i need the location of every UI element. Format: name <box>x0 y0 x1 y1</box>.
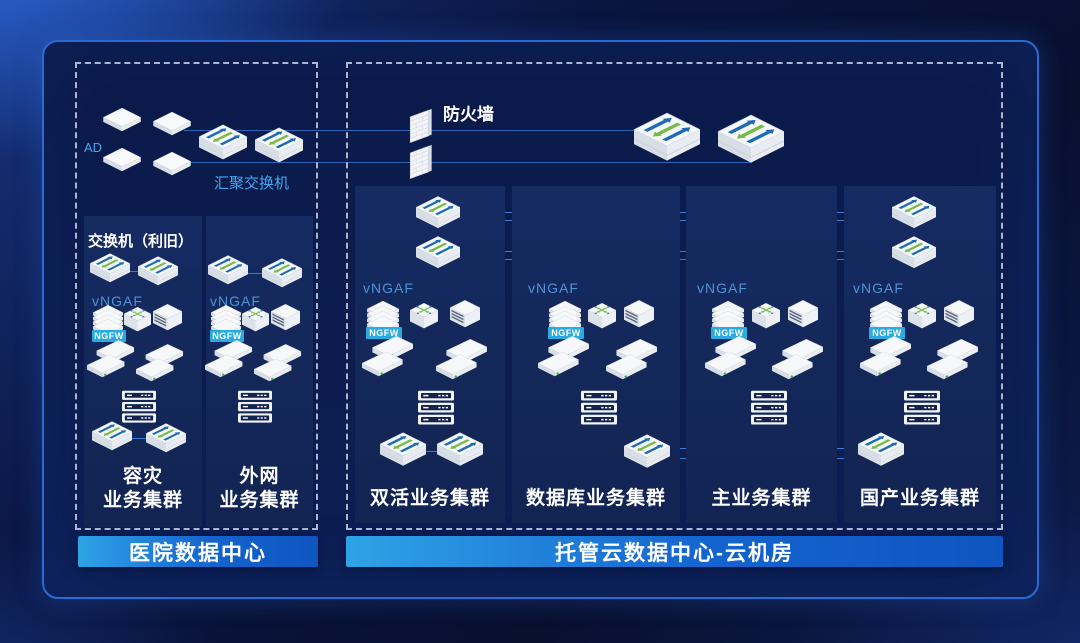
legacy-switch-icon <box>262 258 302 291</box>
ngfw-badge: NGFW <box>366 327 402 339</box>
router-icon <box>588 303 616 329</box>
router-icon <box>124 307 151 332</box>
aggregation-switch-icon <box>199 124 247 164</box>
rack-icon <box>580 390 618 426</box>
server-icon <box>153 304 182 331</box>
vngaf-label: vNGAF <box>528 280 579 296</box>
ngfw-badge: NGFW <box>869 327 905 339</box>
vngaf-label: vNGAF <box>853 280 904 296</box>
vngaf-label: vNGAF <box>363 280 414 296</box>
server-pair-icon <box>927 339 979 381</box>
server-pair-icon <box>705 336 757 378</box>
server-pair-icon <box>87 340 135 379</box>
disaster-recovery-cluster-label: 容灾 业务集群 <box>84 465 202 513</box>
cluster-uplink-switch-icon <box>892 196 936 232</box>
ad-appliance-icon <box>103 108 141 132</box>
aggregation-switch-icon <box>255 127 303 167</box>
router-icon <box>908 303 936 329</box>
database-cluster-panel: 数据库业务集群 <box>512 186 680 523</box>
server-pair-icon <box>362 336 414 378</box>
cluster-uplink-switch-icon <box>892 236 936 272</box>
server-icon <box>450 300 480 328</box>
cloud-dc-banner: 托管云数据中心-云机房 <box>346 536 1003 567</box>
external-network-cluster-label: 外网 业务集群 <box>206 465 313 513</box>
rack-icon <box>417 390 455 426</box>
hospital-dc-banner-text: 医院数据中心 <box>129 541 267 565</box>
access-switch-icon <box>437 432 483 470</box>
server-pair-icon <box>254 344 302 383</box>
domestic-cluster-label: 国产业务集群 <box>859 488 980 509</box>
server-pair-icon <box>436 339 488 381</box>
server-pair-icon <box>136 344 184 383</box>
legacy-switch-pair-link <box>108 271 156 272</box>
server-icon <box>624 300 654 328</box>
dualactive-switch-pair-link <box>402 451 454 452</box>
firewall-label: 防火墙 <box>443 105 494 124</box>
core-switch-icon <box>718 114 784 169</box>
cluster-label-line2: 业务集群 <box>219 490 300 511</box>
cluster-uplink-switch-icon <box>416 236 460 272</box>
server-icon <box>944 300 974 328</box>
cloud-dc-banner-text: 托管云数据中心-云机房 <box>555 541 794 565</box>
server-icon <box>271 304 300 331</box>
cluster-uplink-switch-icon <box>416 196 460 232</box>
access-switch-icon <box>92 421 132 454</box>
rack-icon <box>903 390 941 426</box>
dual-active-cluster-label: 双活业务集群 <box>369 488 490 509</box>
router-icon <box>242 307 269 332</box>
cluster-label-line2: 业务集群 <box>102 490 183 511</box>
vngaf-label: vNGAF <box>697 280 748 296</box>
access-switch-icon <box>380 432 426 470</box>
access-switch-icon <box>624 434 670 472</box>
router-icon <box>410 303 438 329</box>
rack-icon <box>750 390 788 426</box>
server-pair-icon <box>606 339 658 381</box>
vngaf-label: vNGAF <box>92 293 143 309</box>
access-switch-icon <box>858 432 904 470</box>
legacy-switch-icon <box>138 256 178 289</box>
router-icon <box>752 303 780 329</box>
server-pair-icon <box>205 340 253 379</box>
legacy-switch-pair-link <box>226 273 272 274</box>
hospital-dc-box <box>75 62 318 530</box>
firewall-wall-icon <box>407 142 437 182</box>
legacy-switch-label: 交换机（利旧） <box>88 233 194 250</box>
server-icon <box>788 300 818 328</box>
database-cluster-label: 数据库业务集群 <box>525 488 666 509</box>
legacy-switch-icon <box>90 253 130 286</box>
ngfw-badge: NGFW <box>210 330 244 342</box>
vngaf-label: vNGAF <box>210 293 261 309</box>
dr-switch-pair-link <box>112 438 160 439</box>
main-cluster-label: 主业务集群 <box>711 488 812 509</box>
hospital-dc-banner: 医院数据中心 <box>78 536 318 567</box>
ngfw-badge: NGFW <box>92 330 126 342</box>
aggregation-switch-label: 汇聚交换机 <box>214 175 290 192</box>
server-pair-icon <box>860 336 912 378</box>
server-pair-icon <box>772 339 824 381</box>
ad-appliance-icon <box>153 112 191 136</box>
legacy-switch-icon <box>208 255 248 288</box>
cluster-label-line1: 容灾 <box>122 466 163 487</box>
ad-appliance-icon <box>153 152 191 176</box>
ngfw-badge: NGFW <box>548 327 584 339</box>
firewall-wall-icon <box>407 106 437 146</box>
cluster-label-line1: 外网 <box>239 466 280 487</box>
ad-appliance-icon <box>103 148 141 172</box>
cloud-dc-box <box>346 62 1003 530</box>
access-switch-icon <box>146 423 186 456</box>
core-switch-icon <box>634 112 700 167</box>
link-ad-to-core-switch-2 <box>184 162 752 163</box>
rack-icon <box>121 390 157 424</box>
ngfw-badge: NGFW <box>711 327 747 339</box>
rack-icon <box>237 390 273 424</box>
server-pair-icon <box>538 336 590 378</box>
ad-label: AD <box>84 140 103 155</box>
